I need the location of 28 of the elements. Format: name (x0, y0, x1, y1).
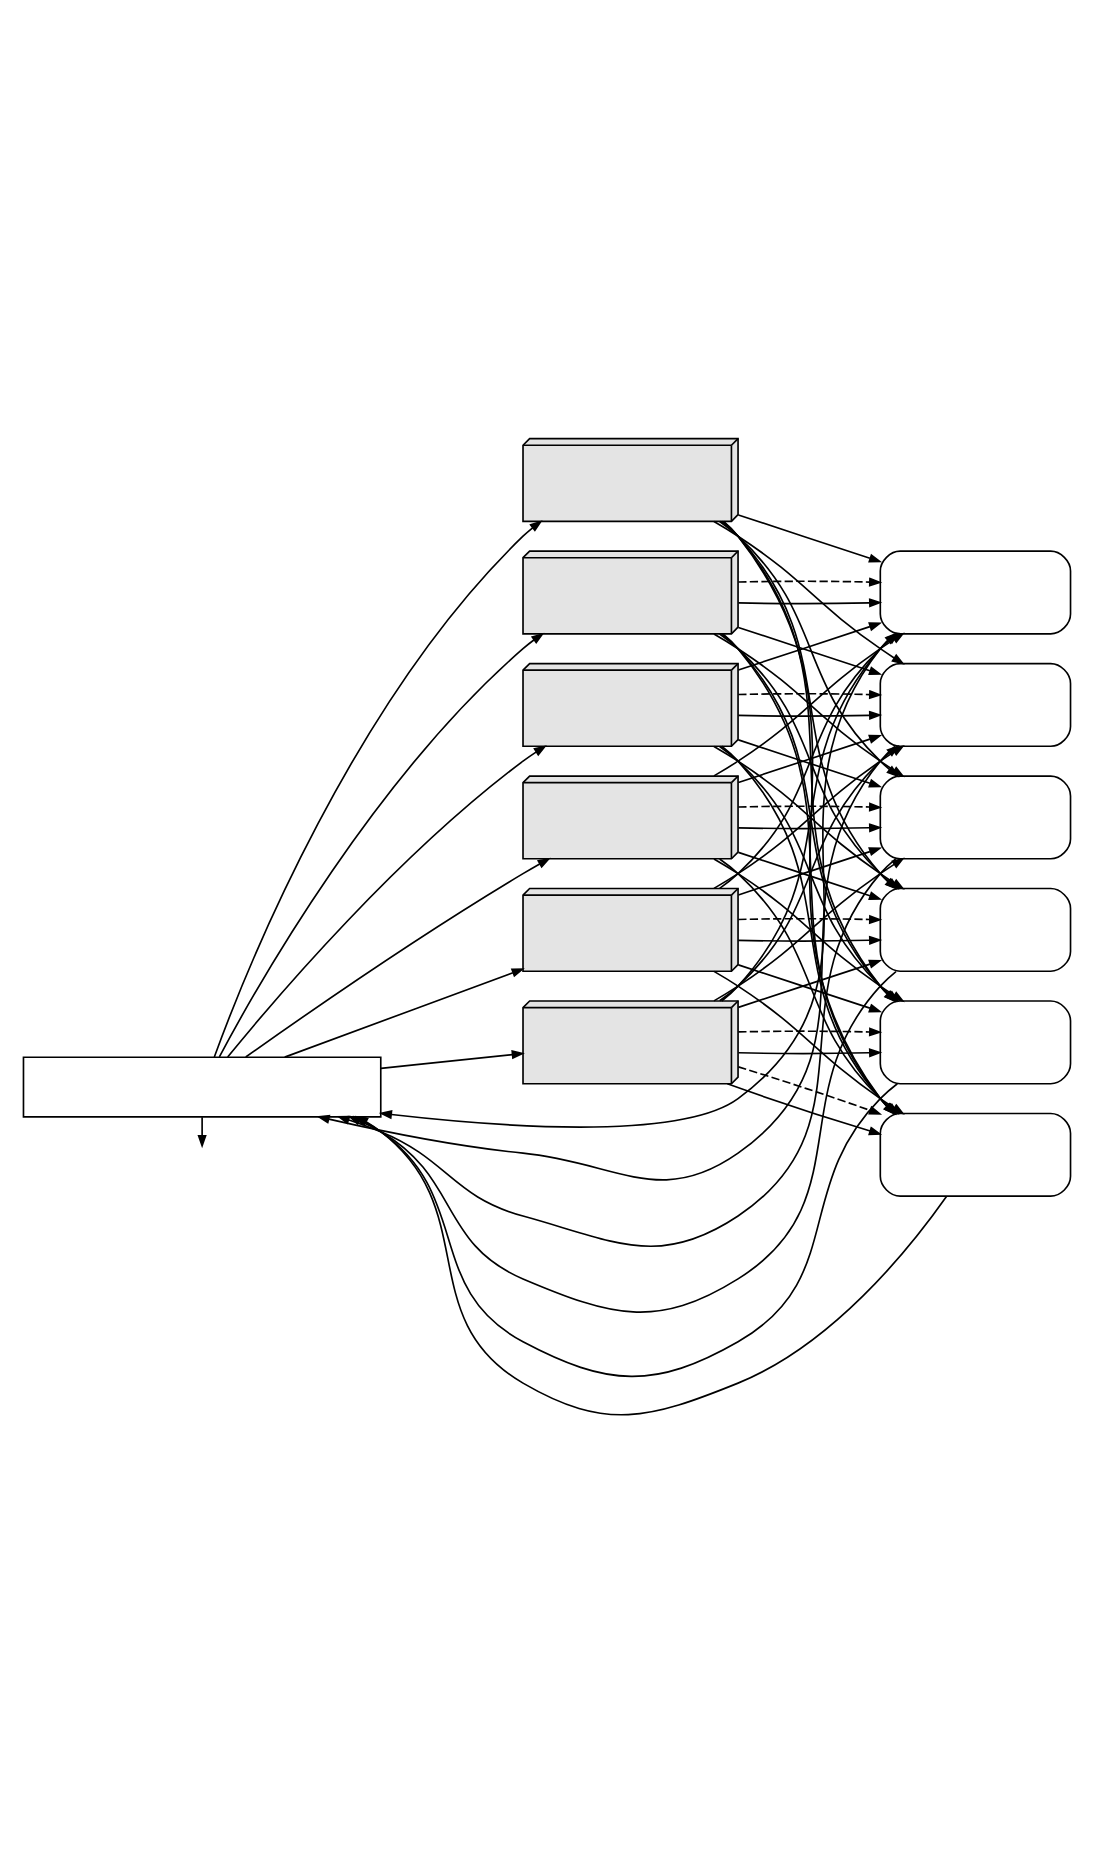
node-rounded (879, 1112, 1072, 1198)
node-rounded (879, 662, 1072, 748)
arrow (737, 689, 883, 700)
arrow (737, 577, 883, 587)
arrow (355, 1115, 948, 1416)
arrow (737, 1066, 883, 1115)
arrow (197, 1116, 207, 1149)
node-box (22, 1056, 382, 1118)
arrow (737, 935, 883, 945)
node-rounded (879, 775, 1072, 860)
arrow (737, 914, 883, 925)
arrow (737, 823, 883, 833)
arrow (244, 857, 551, 1058)
arrow (283, 968, 525, 1058)
arrow (737, 1048, 883, 1058)
arrow (226, 745, 547, 1058)
arrow (218, 632, 545, 1058)
arrow (213, 520, 543, 1058)
arrow (737, 598, 883, 608)
arrow (726, 1083, 883, 1136)
arrow (380, 1050, 525, 1070)
arrow (737, 1027, 883, 1037)
arrow (737, 710, 883, 720)
node-rounded (879, 1000, 1072, 1085)
arrow (737, 514, 883, 563)
node-rounded (879, 887, 1072, 973)
node-rounded (879, 550, 1072, 635)
arrow (737, 802, 883, 812)
